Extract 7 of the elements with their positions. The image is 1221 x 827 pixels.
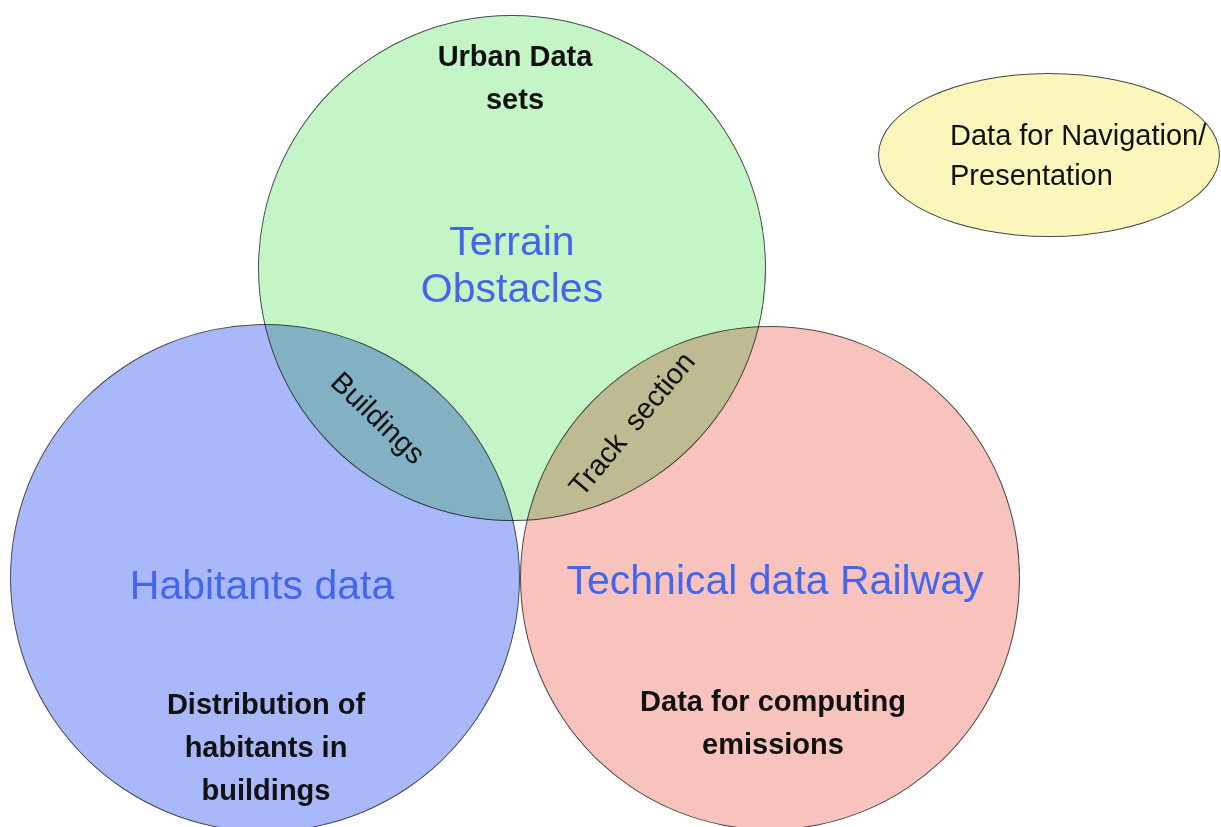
circle-subtitle: Distribution of habitants in buildings bbox=[165, 686, 367, 808]
circle-subtitle: Data for computing emissions bbox=[639, 684, 907, 762]
circle-title: Habitants data bbox=[128, 561, 396, 609]
circle-title: Terrain Obstacles bbox=[419, 218, 605, 312]
ellipse-text: Data for Navigation/ Presentation bbox=[950, 118, 1208, 193]
circle-subtitle: Urban Data sets bbox=[436, 39, 594, 117]
circle-title: Technical data Railway bbox=[565, 556, 985, 604]
